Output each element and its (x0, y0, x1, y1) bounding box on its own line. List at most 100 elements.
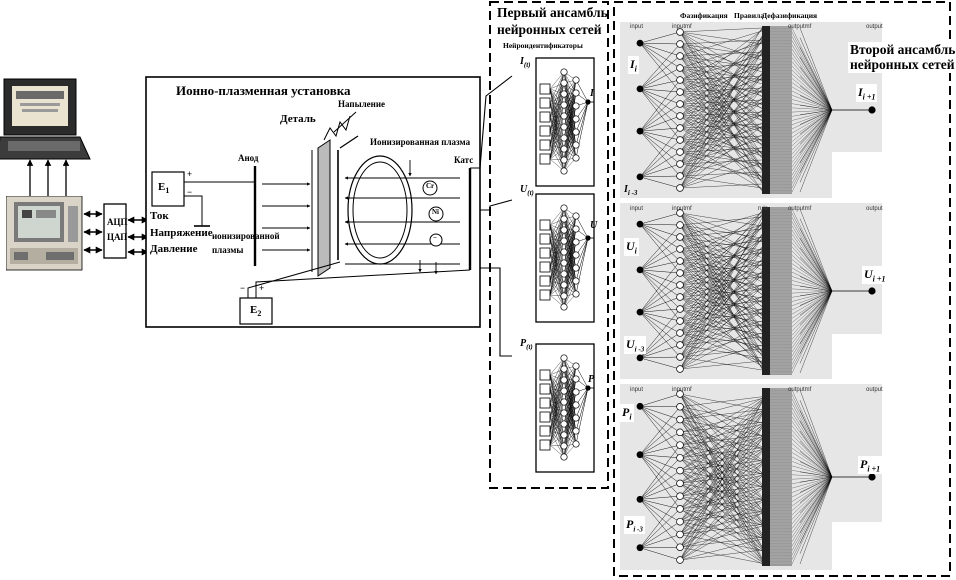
anfis-link (679, 464, 763, 561)
anfis-link (791, 476, 833, 480)
net-link (549, 416, 565, 447)
anfis-link (791, 470, 833, 478)
anfis-link (679, 72, 763, 189)
anfis-link (639, 130, 681, 141)
rules-band-edge (762, 207, 770, 375)
anfis-mf-node (676, 517, 684, 526)
anfis-link (639, 444, 681, 500)
anfis-link (679, 236, 763, 304)
anfis-link (639, 547, 681, 561)
anfis-link (679, 139, 763, 169)
col-rule-2: rule (758, 206, 769, 212)
net-link (549, 126, 565, 146)
net-neuron (572, 264, 580, 272)
anfis-link (679, 308, 763, 355)
anfis-link (639, 311, 681, 346)
anfis-link (791, 221, 833, 292)
anfis-link (679, 31, 763, 98)
anfis-link (791, 217, 833, 292)
net-neuron (560, 90, 568, 98)
anfis-link (679, 79, 763, 130)
anfis-link (679, 123, 763, 129)
anfis-link (791, 53, 833, 111)
anfis-link (639, 406, 681, 446)
anfis-link (679, 224, 763, 239)
anfis-link (679, 419, 763, 510)
net-link (563, 365, 577, 414)
anfis-link (679, 512, 763, 561)
net-link (549, 115, 565, 146)
anfis-link (679, 40, 763, 141)
net-link (549, 71, 565, 104)
anfis-input-node (636, 266, 644, 274)
anfis-link (799, 476, 833, 513)
anfis-input-node (636, 544, 644, 552)
anfis-link (791, 109, 833, 172)
net-neuron (560, 409, 568, 417)
anfis-link (679, 260, 763, 286)
anfis-link (791, 476, 833, 493)
anfis-mf-node (676, 233, 684, 241)
net-link (563, 378, 577, 403)
net3-output-label: P (588, 374, 595, 385)
col-inputmf-3: inputmf (672, 387, 692, 393)
anfis-link (679, 258, 763, 358)
panel-i-bottom-label: Ii -3 (624, 184, 638, 197)
anfis-link (791, 208, 833, 292)
anfis-link (679, 79, 763, 109)
anfis-link (679, 115, 763, 166)
net-neuron (560, 123, 568, 131)
anfis-link (679, 470, 763, 513)
anfis-link (791, 476, 833, 538)
anfis-link (679, 508, 763, 526)
anfis-link (679, 400, 763, 522)
anfis-link (791, 476, 833, 511)
anfis-link (679, 42, 763, 69)
anfis-link (639, 269, 681, 322)
anfis-link (679, 500, 763, 522)
anfis-link (679, 320, 763, 351)
anfis-link (679, 126, 763, 153)
anfis-link (679, 224, 763, 292)
anfis-link (679, 419, 763, 462)
anfis-link (679, 159, 763, 165)
net-link (575, 237, 589, 269)
anfis-link (679, 324, 763, 334)
anfis-link (679, 212, 763, 354)
anfis-mf-node (676, 365, 684, 373)
anfis-link (791, 465, 833, 478)
anfis-link (679, 51, 763, 189)
anfis-link (679, 90, 763, 117)
net-link (563, 118, 577, 150)
anfis-link (679, 27, 763, 33)
anfis-link (679, 320, 763, 335)
anfis-link (679, 139, 763, 153)
net-link (575, 101, 589, 133)
anfis-link (639, 508, 681, 548)
anfis-link (679, 79, 763, 146)
anfis-link (791, 103, 833, 111)
anfis-link (791, 36, 833, 111)
anfis-link (679, 449, 763, 497)
anfis-link (679, 447, 763, 459)
net-link (549, 218, 565, 268)
net-link (549, 104, 565, 132)
anfis-link (791, 290, 833, 332)
anfis-link (799, 85, 833, 111)
net-link (575, 215, 589, 239)
anfis-link (799, 109, 833, 193)
anfis-link (679, 212, 763, 227)
anfis-link (639, 236, 681, 271)
anfis-link (679, 28, 763, 129)
anfis-link (679, 77, 763, 141)
anfis-link (679, 227, 763, 274)
rules-band-edge (762, 26, 770, 194)
anfis-link (639, 269, 681, 310)
ionized-plasma-lower-2: плазмы (212, 245, 244, 255)
anfis-mf-node (676, 428, 684, 437)
anfis-link (791, 109, 833, 193)
anfis-link (799, 76, 833, 111)
net-link (563, 430, 577, 458)
anfis-link (679, 135, 763, 141)
